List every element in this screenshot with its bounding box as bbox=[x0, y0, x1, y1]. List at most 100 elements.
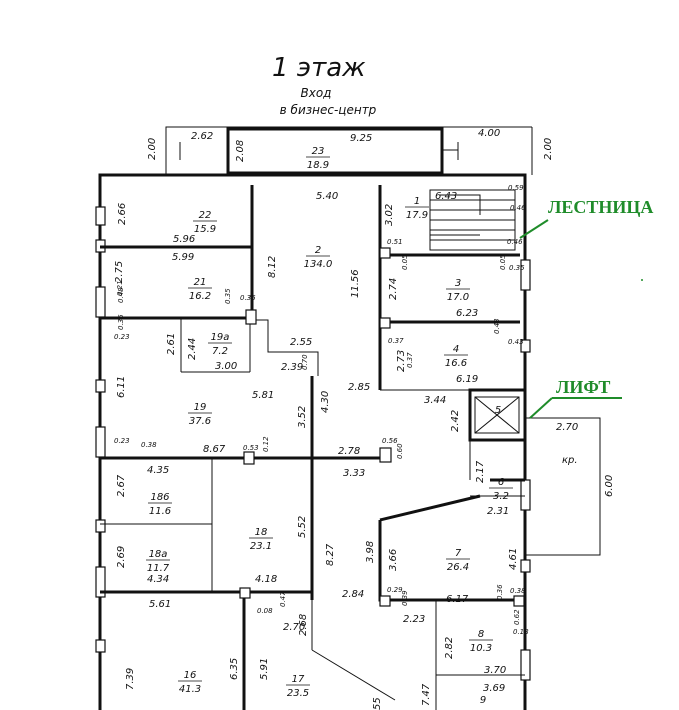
dimension-label: 0.23 bbox=[114, 437, 130, 445]
room-area: 7.2 bbox=[212, 346, 228, 357]
dimension-label: 5.52 bbox=[297, 516, 308, 538]
dimension-label: 8.27 bbox=[325, 543, 336, 566]
dimension-label: 4.18 bbox=[255, 574, 277, 585]
dimension-label: 2.66 bbox=[117, 203, 128, 225]
room-area: 41.3 bbox=[179, 684, 201, 695]
room-number: 7 bbox=[455, 548, 462, 559]
porch-right bbox=[525, 417, 601, 556]
room-number: 17 bbox=[292, 674, 305, 685]
room-number: 2 bbox=[315, 245, 321, 256]
room-area: 23.1 bbox=[250, 541, 272, 552]
dimension-label: 55 bbox=[372, 697, 383, 710]
interior-walls bbox=[100, 185, 527, 710]
dimension-label: 0.36 bbox=[240, 294, 256, 302]
dimension-label: 0.51 bbox=[387, 238, 403, 246]
floor-title: 1 этаж bbox=[272, 53, 366, 83]
room-area: 134.0 bbox=[304, 259, 333, 270]
entrance-label: Вход bbox=[301, 86, 332, 100]
dimension-label: 3.02 bbox=[384, 204, 395, 226]
dimension-label: 5.96 bbox=[173, 234, 195, 245]
room-number: 21 bbox=[194, 277, 207, 288]
room-area: 17.0 bbox=[447, 292, 469, 303]
dimension-label: 0.39 bbox=[401, 590, 409, 606]
porch-marker: кр. bbox=[562, 455, 578, 466]
dimension-label: 0.46 bbox=[507, 238, 523, 246]
room-area: 10.3 bbox=[470, 643, 492, 654]
room-area: 23.5 bbox=[287, 688, 309, 699]
room-area: 16.2 bbox=[189, 291, 211, 302]
dimension-label: 3.00 bbox=[215, 361, 237, 372]
dimension-label: 2.42 bbox=[450, 410, 461, 432]
dimension-label: 0.46 bbox=[510, 204, 526, 212]
dimension-label: 0.60 bbox=[396, 443, 404, 459]
dimension-label: 6.35 bbox=[229, 658, 240, 680]
room-number: 6 bbox=[498, 477, 504, 488]
dimension-label: 2.44 bbox=[187, 338, 198, 360]
room-area: 26.4 bbox=[447, 562, 469, 573]
dimension-label: 0.36 bbox=[117, 314, 125, 330]
room-area: 15.9 bbox=[194, 224, 216, 235]
dimension-label: 0.29 bbox=[387, 586, 403, 594]
dimension-label: 11.56 bbox=[350, 269, 361, 298]
dimension-label: 3.69 bbox=[483, 683, 505, 694]
callout-lift-text: ЛИФТ bbox=[556, 377, 610, 397]
room-number: 186 bbox=[150, 492, 169, 503]
dimension-label: 2.17 bbox=[475, 460, 486, 483]
room-number: 4 bbox=[453, 344, 459, 355]
room-number: 5 bbox=[495, 405, 501, 416]
room-area: 11.7 bbox=[147, 563, 170, 574]
dimension-label: 3.52 bbox=[297, 406, 308, 428]
dimension-label: 2.68 bbox=[298, 614, 309, 636]
dimension-label: 4.61 bbox=[508, 548, 519, 570]
room-number: 22 bbox=[199, 210, 212, 221]
dimension-label: 0.21 bbox=[116, 280, 124, 296]
dimension-label: 2.70 bbox=[283, 622, 305, 633]
dimension-label: 0.37 bbox=[406, 352, 414, 368]
dimension-label: 2.00 bbox=[147, 138, 158, 160]
room-number: 19 bbox=[194, 402, 207, 413]
dimension-label: 0.59 bbox=[508, 184, 524, 192]
dimension-label: 2.73 bbox=[396, 350, 407, 372]
room-number: 8 bbox=[478, 629, 484, 640]
room-area: 11.6 bbox=[149, 506, 171, 517]
dimension-label: 4.34 bbox=[147, 574, 169, 585]
dimension-label: 6.23 bbox=[456, 308, 478, 319]
dimension-label: 0.56 bbox=[382, 437, 398, 445]
dimension-label: 2.61 bbox=[166, 333, 177, 355]
dimension-label: 6.17 bbox=[446, 594, 469, 605]
dimension-label: 7.39 bbox=[125, 668, 136, 690]
room-number: 1 bbox=[414, 196, 420, 207]
room-labels: 2318.92215.92116.219a7.21937.618611.618a… bbox=[146, 146, 513, 706]
dimension-label: 5.61 bbox=[149, 599, 171, 610]
dimension-label: 2.62 bbox=[191, 131, 213, 142]
dimension-label: 0.18 bbox=[513, 628, 529, 636]
dimension-label: 0.62 bbox=[513, 609, 521, 625]
dimension-label: 5.81 bbox=[252, 390, 274, 401]
dimension-label: 3.33 bbox=[343, 468, 365, 479]
dimension-label: 0.43 bbox=[508, 338, 524, 346]
dimension-label: 5.40 bbox=[316, 191, 338, 202]
dimension-label: 2.23 bbox=[403, 614, 425, 625]
dimension-label: 2.00 bbox=[543, 138, 554, 160]
room-number: 18a bbox=[149, 549, 168, 560]
dimension-label: 0.12 bbox=[262, 436, 270, 452]
dimension-label: 6.11 bbox=[116, 376, 127, 398]
dimension-label: 0.48 bbox=[117, 287, 125, 303]
dimension-label: 0.70 bbox=[301, 354, 309, 370]
room-number: 18 bbox=[255, 527, 268, 538]
dimension-label: 2.78 bbox=[338, 446, 360, 457]
dimension-label: 2.55 bbox=[290, 337, 312, 348]
dimension-label: 2.39 bbox=[281, 362, 303, 373]
room-area: 17.9 bbox=[406, 210, 428, 221]
callout-stairs: ЛЕСТНИЦА bbox=[519, 197, 653, 239]
dimension-label: 7.47 bbox=[421, 683, 432, 706]
dimension-label: 2.08 bbox=[235, 140, 246, 162]
room-area: 18.9 bbox=[307, 160, 329, 171]
dimension-label: 0.38 bbox=[141, 441, 157, 449]
dimension-label: 5.91 bbox=[259, 658, 270, 680]
dimension-label: 9.25 bbox=[350, 133, 372, 144]
dimension-label: 2.85 bbox=[348, 382, 370, 393]
